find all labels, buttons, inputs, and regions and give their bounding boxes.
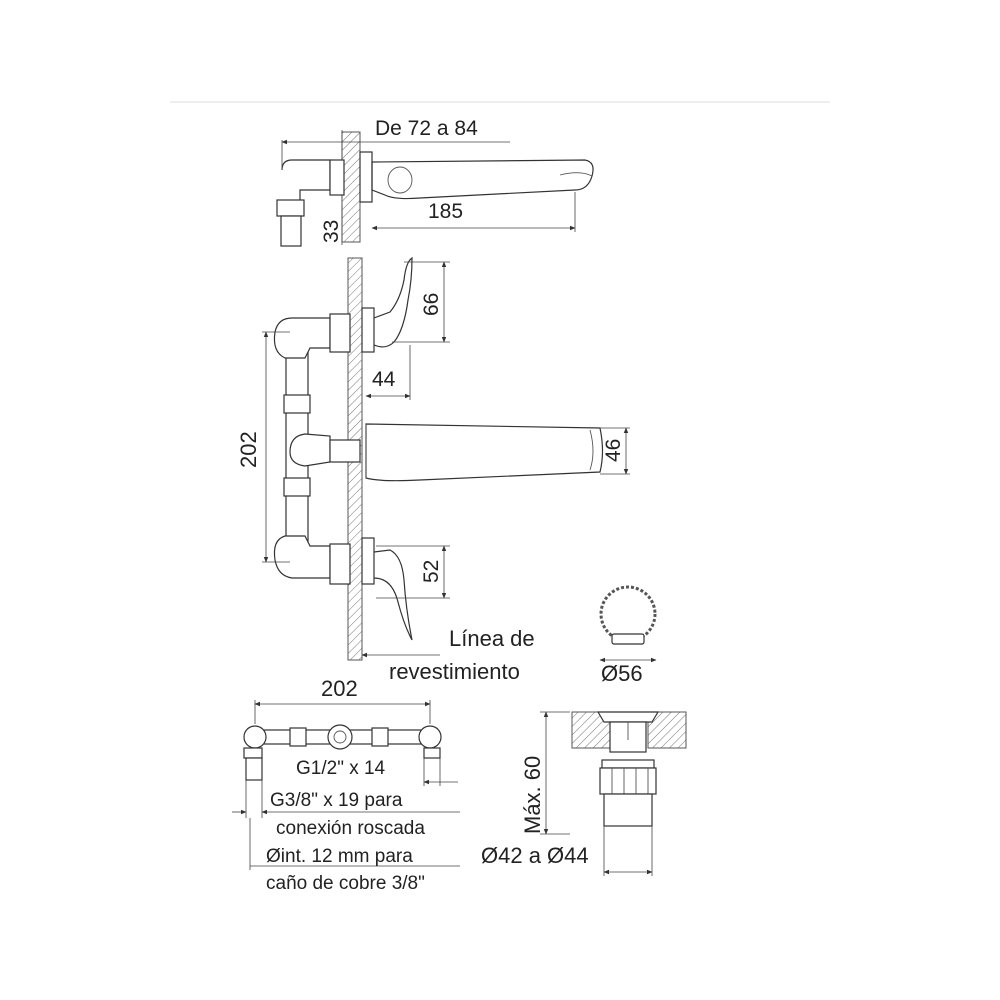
- thread-g38-label-2: conexión roscada: [276, 818, 425, 839]
- drain-detail: Ø56 Máx. 60 Ø42 a Ø44: [481, 585, 687, 876]
- copper-label-2: caño de cobre 3/8": [266, 873, 425, 894]
- wall-section-top: [341, 131, 361, 243]
- drain-range-label: Ø42 a Ø44: [481, 843, 589, 868]
- top-view: De 72 a 84 185 33: [276, 117, 594, 247]
- drain-diameter-label: Ø56: [601, 661, 643, 686]
- dim-reach-range: De 72 a 84: [375, 117, 478, 140]
- drain-top-circle: [599, 585, 657, 643]
- front-view: 202 66 44 46 52 Línea de revestimiento: [236, 256, 630, 684]
- copper-label-1: Øint. 12 mm para: [266, 846, 413, 867]
- cladding-line-label-2: revestimiento: [389, 659, 520, 684]
- dim-handle-52: 52: [420, 560, 443, 583]
- dim-height-202: 202: [236, 431, 261, 468]
- plan-view: 202 G1/2" x 14 G3/8" x 19 para conexión …: [232, 676, 460, 894]
- cladding-line-label-1: Línea de: [449, 626, 535, 651]
- dim-width-202: 202: [321, 676, 358, 701]
- thread-g38-label-1: G3/8" x 19 para: [270, 790, 403, 811]
- thread-g12-label: G1/2" x 14: [296, 758, 386, 779]
- dim-handle-66: 66: [420, 293, 443, 316]
- dim-depth-33: 33: [320, 220, 343, 243]
- dim-handle-44: 44: [372, 368, 396, 391]
- max-60-label: Máx. 60: [520, 756, 545, 834]
- dim-spout-length: 185: [428, 200, 463, 223]
- dim-spout-46: 46: [602, 439, 625, 462]
